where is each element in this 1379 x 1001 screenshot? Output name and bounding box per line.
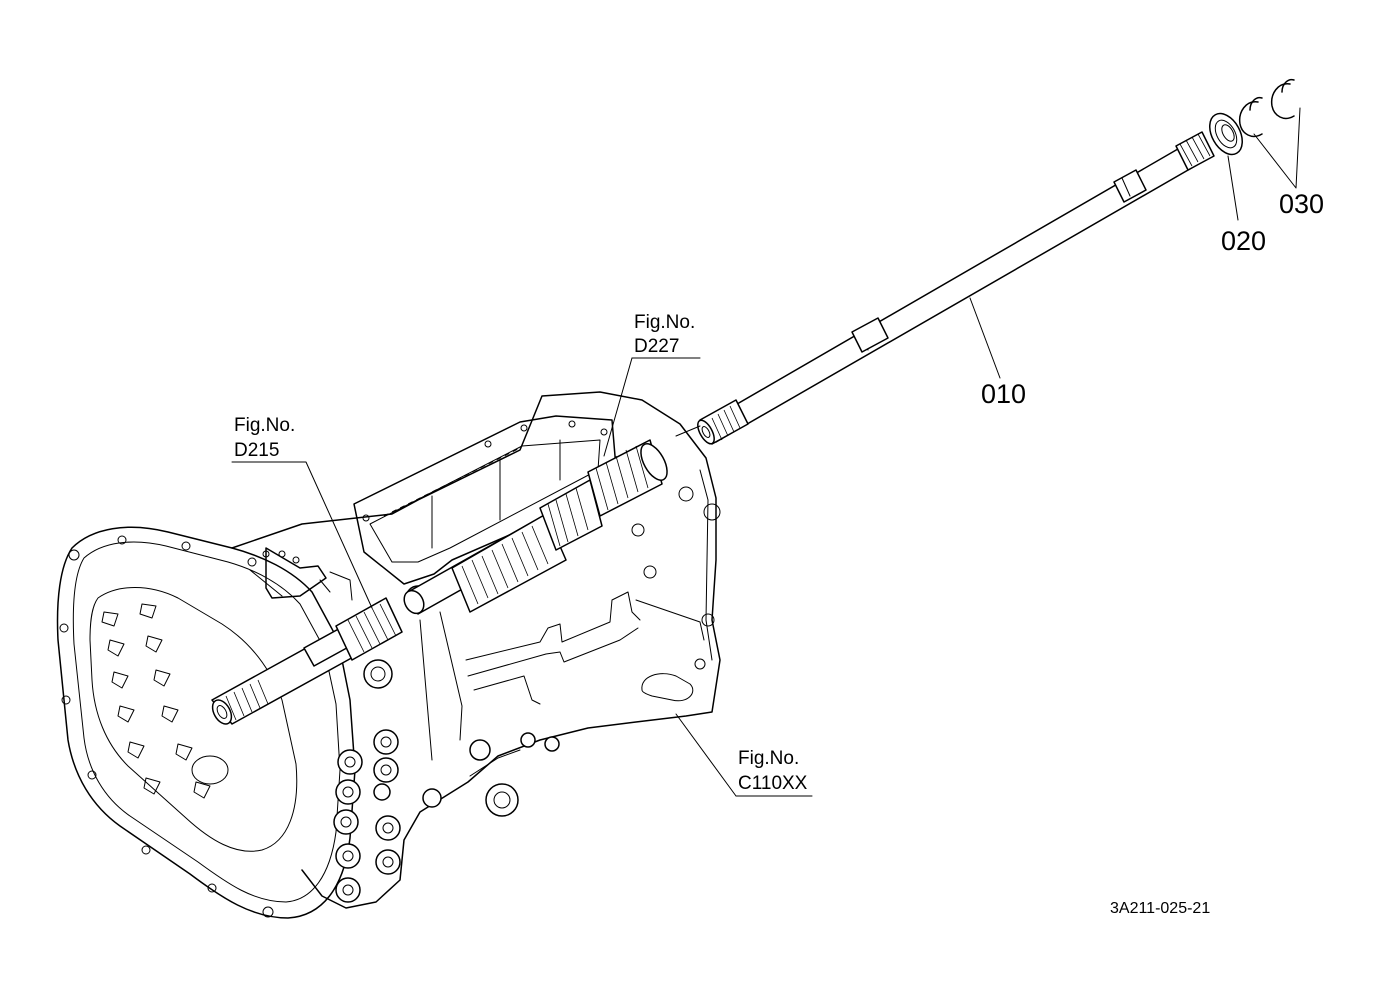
part-number-010: 010: [981, 379, 1026, 409]
reference-d215-caption: Fig.No.: [234, 415, 295, 436]
part-number-030: 030: [1279, 189, 1324, 219]
reference-c110xx-code: C110XX: [738, 773, 808, 794]
circlips-part-030: [1238, 78, 1295, 138]
input-shaft-assembly: [211, 439, 668, 725]
reference-d215-code: D215: [234, 440, 279, 461]
bell-ribs: [101, 603, 211, 799]
reference-c110xx-caption: Fig.No.: [738, 748, 799, 769]
reference-d227-caption: Fig.No.: [634, 312, 695, 333]
part-number-020: 020: [1221, 226, 1266, 256]
leader-lines: [231, 107, 1301, 797]
reference-d227-code: D227: [634, 336, 679, 357]
front-bosses: [333, 729, 401, 903]
shaft-part-010: [675, 131, 1215, 445]
drawing-number: 3A211-025-21: [1110, 900, 1210, 917]
bearing-part-020: [1209, 112, 1243, 156]
